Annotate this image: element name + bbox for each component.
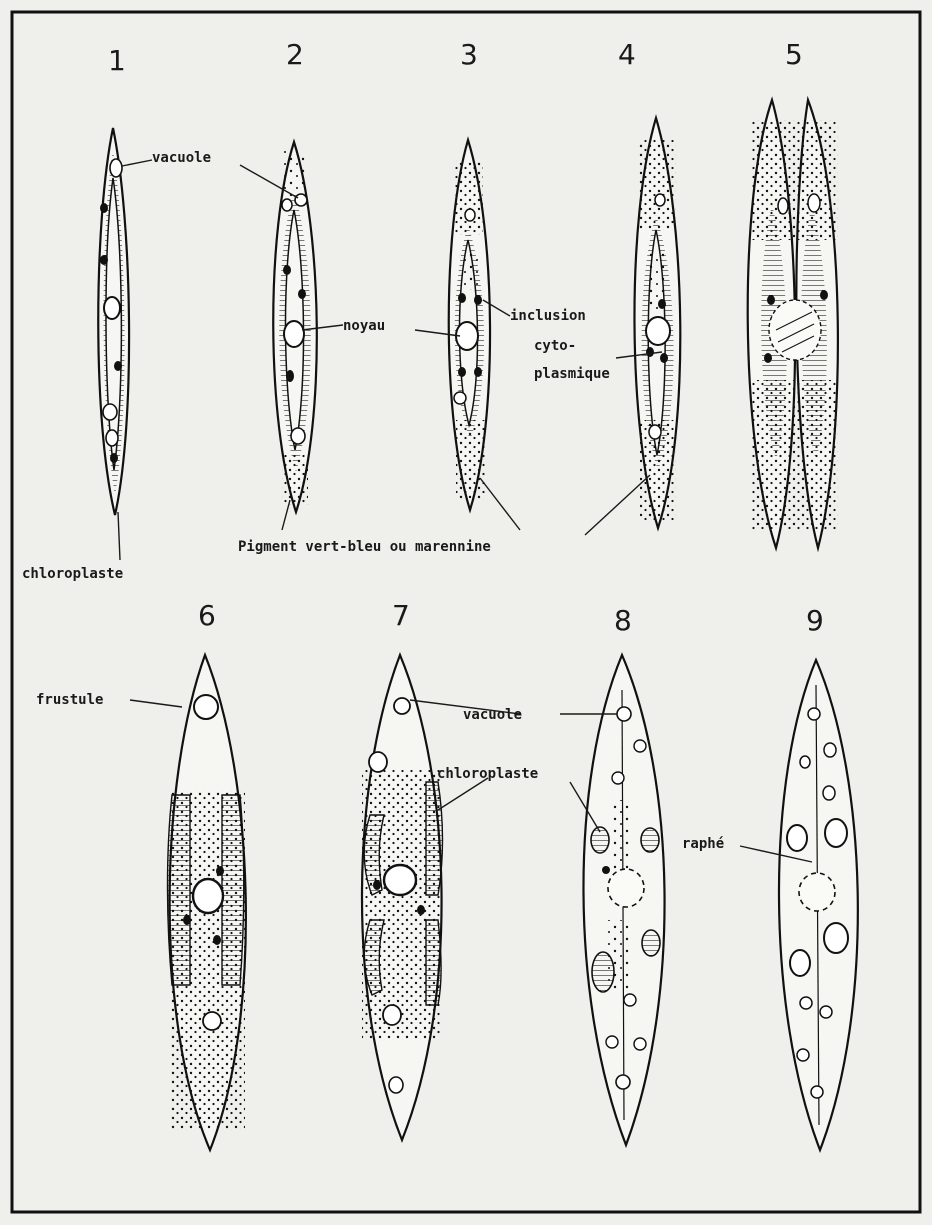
diatom-fig-2 [273,142,317,512]
diatom-fig-5 [748,100,838,548]
label-inclusion-line-3: plasmique [534,366,610,382]
diatom-fig-4 [634,118,680,528]
label-chloroplaste-top: chloroplaste [22,566,123,582]
label-inclusion-line-2: cyto- [534,338,576,354]
label-vacuole-bottom: vacuole [463,707,522,723]
figure-number-8: 8 [614,604,632,637]
figure-number-9: 9 [806,604,824,637]
diatom-fig-7 [362,655,443,1140]
figure-number-1: 1 [108,44,126,77]
label-noyau: noyau [343,318,385,334]
label-raphe: raphé [682,836,724,852]
figure-number-3: 3 [460,38,478,71]
figure-number-6: 6 [198,599,216,632]
figure-number-5: 5 [785,38,803,71]
label-frustule: frustule [36,692,103,708]
diatom-fig-6 [168,655,246,1150]
figure-number-7: 7 [392,599,410,632]
diatom-fig-1 [98,128,129,515]
figure-number-4: 4 [618,38,636,71]
label-chloroplaste-bottom: chloroplaste [437,766,538,782]
label-inclusion-line-1: inclusion [510,308,586,324]
figure-number-2: 2 [286,38,304,71]
diatom-fig-3 [449,140,490,510]
diatom-fig-9 [779,660,858,1150]
diatom-fig-8 [583,655,664,1145]
label-pigment: Pigment vert-bleu ou marennine [238,539,491,555]
label-vacuole-top: vacuole [152,150,211,166]
